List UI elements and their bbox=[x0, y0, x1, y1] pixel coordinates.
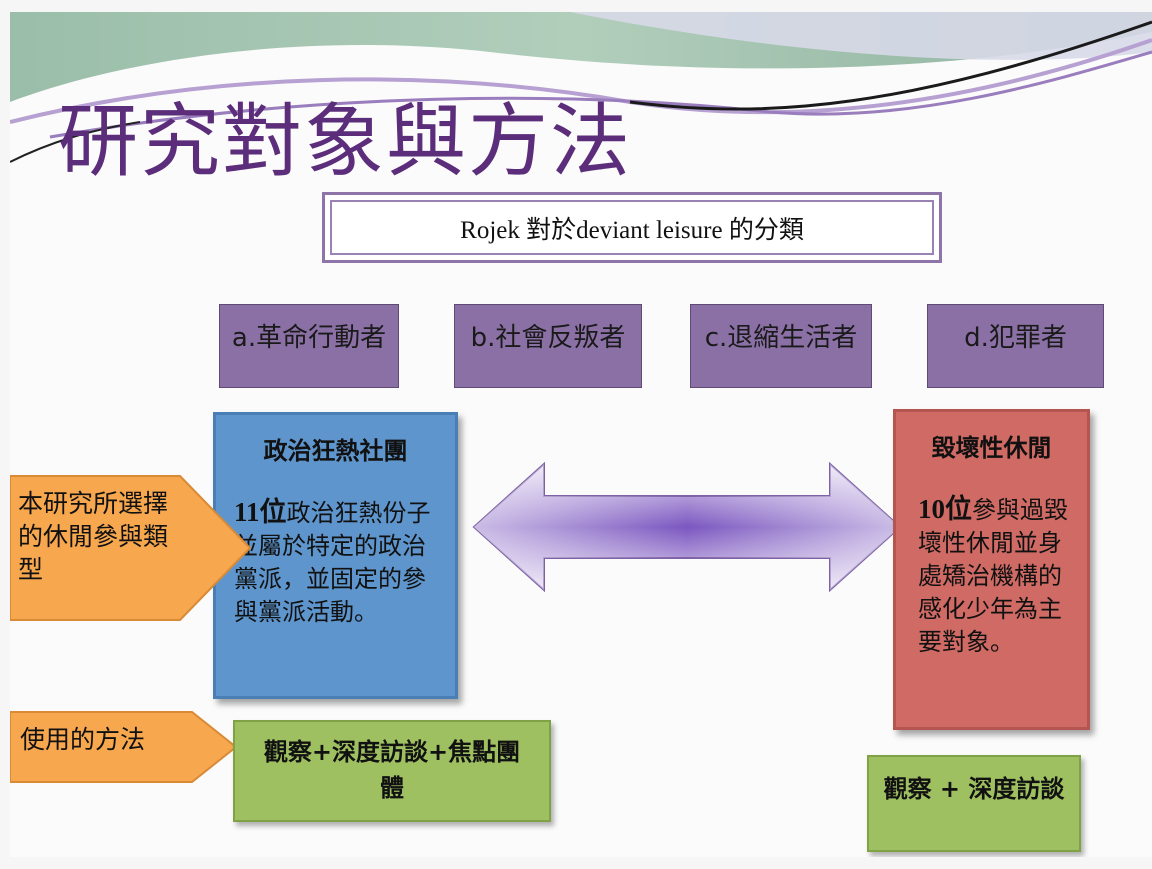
political-group-heading: 政治狂熱社團 bbox=[263, 437, 408, 465]
category-box-d: d.犯罪者 bbox=[927, 304, 1104, 388]
destructive-leisure-body: 參與過毀壞性休閒並身處矯治機構的感化少年為主要對象。 bbox=[918, 496, 1068, 656]
category-label: c.退縮生活者 bbox=[704, 323, 858, 353]
category-label: a.革命行動者 bbox=[231, 323, 387, 353]
political-group-count: 11位 bbox=[234, 497, 287, 527]
right-method-box: 觀察 + 深度訪談 bbox=[867, 755, 1081, 852]
classification-header-box: Rojek 對於deviant leisure 的分類 bbox=[322, 192, 942, 263]
category-label: d.犯罪者 bbox=[964, 323, 1067, 353]
selected-type-arrow-shape bbox=[10, 475, 252, 621]
category-label: b.社會反叛者 bbox=[470, 323, 626, 353]
double-arrow-icon bbox=[472, 462, 902, 592]
category-box-c: c.退縮生活者 bbox=[690, 304, 872, 388]
method-label: 使用的方法 bbox=[20, 725, 146, 754]
political-group-box: 政治狂熱社團 11位政治狂熱份子並屬於特定的政治黨派，並固定的參與黨派活動。 bbox=[213, 412, 458, 699]
slide: 研究對象與方法 Rojek 對於deviant leisure 的分類 a.革命… bbox=[10, 12, 1152, 857]
classification-header-text: Rojek 對於deviant leisure 的分類 bbox=[460, 216, 804, 244]
right-method-text: 觀察 + 深度訪談 bbox=[883, 775, 1065, 803]
political-group-description: 11位政治狂熱份子並屬於特定的政治黨派，並固定的參與黨派活動。 bbox=[216, 496, 455, 629]
destructive-leisure-count: 10位 bbox=[918, 494, 972, 524]
category-box-a: a.革命行動者 bbox=[219, 304, 399, 388]
method-arrow-shape bbox=[10, 711, 238, 783]
destructive-leisure-heading: 毀壞性休閒 bbox=[931, 434, 1052, 462]
category-box-b: b.社會反叛者 bbox=[454, 304, 642, 388]
page-title: 研究對象與方法 bbox=[58, 95, 632, 188]
header-swoosh-decoration bbox=[10, 12, 1152, 163]
political-group-body: 政治狂熱份子並屬於特定的政治黨派，並固定的參與黨派活動。 bbox=[234, 499, 431, 626]
left-method-box: 觀察+深度訪談+焦點團體 bbox=[233, 720, 551, 822]
left-method-text: 觀察+深度訪談+焦點團體 bbox=[263, 738, 521, 802]
destructive-leisure-description: 10位參與過毀壞性休閒並身處矯治機構的感化少年為主要對象。 bbox=[896, 493, 1087, 659]
destructive-leisure-box: 毀壞性休閒 10位參與過毀壞性休閒並身處矯治機構的感化少年為主要對象。 bbox=[893, 409, 1090, 730]
selected-type-label: 本研究所選擇的休閒參與類型 bbox=[18, 489, 169, 584]
